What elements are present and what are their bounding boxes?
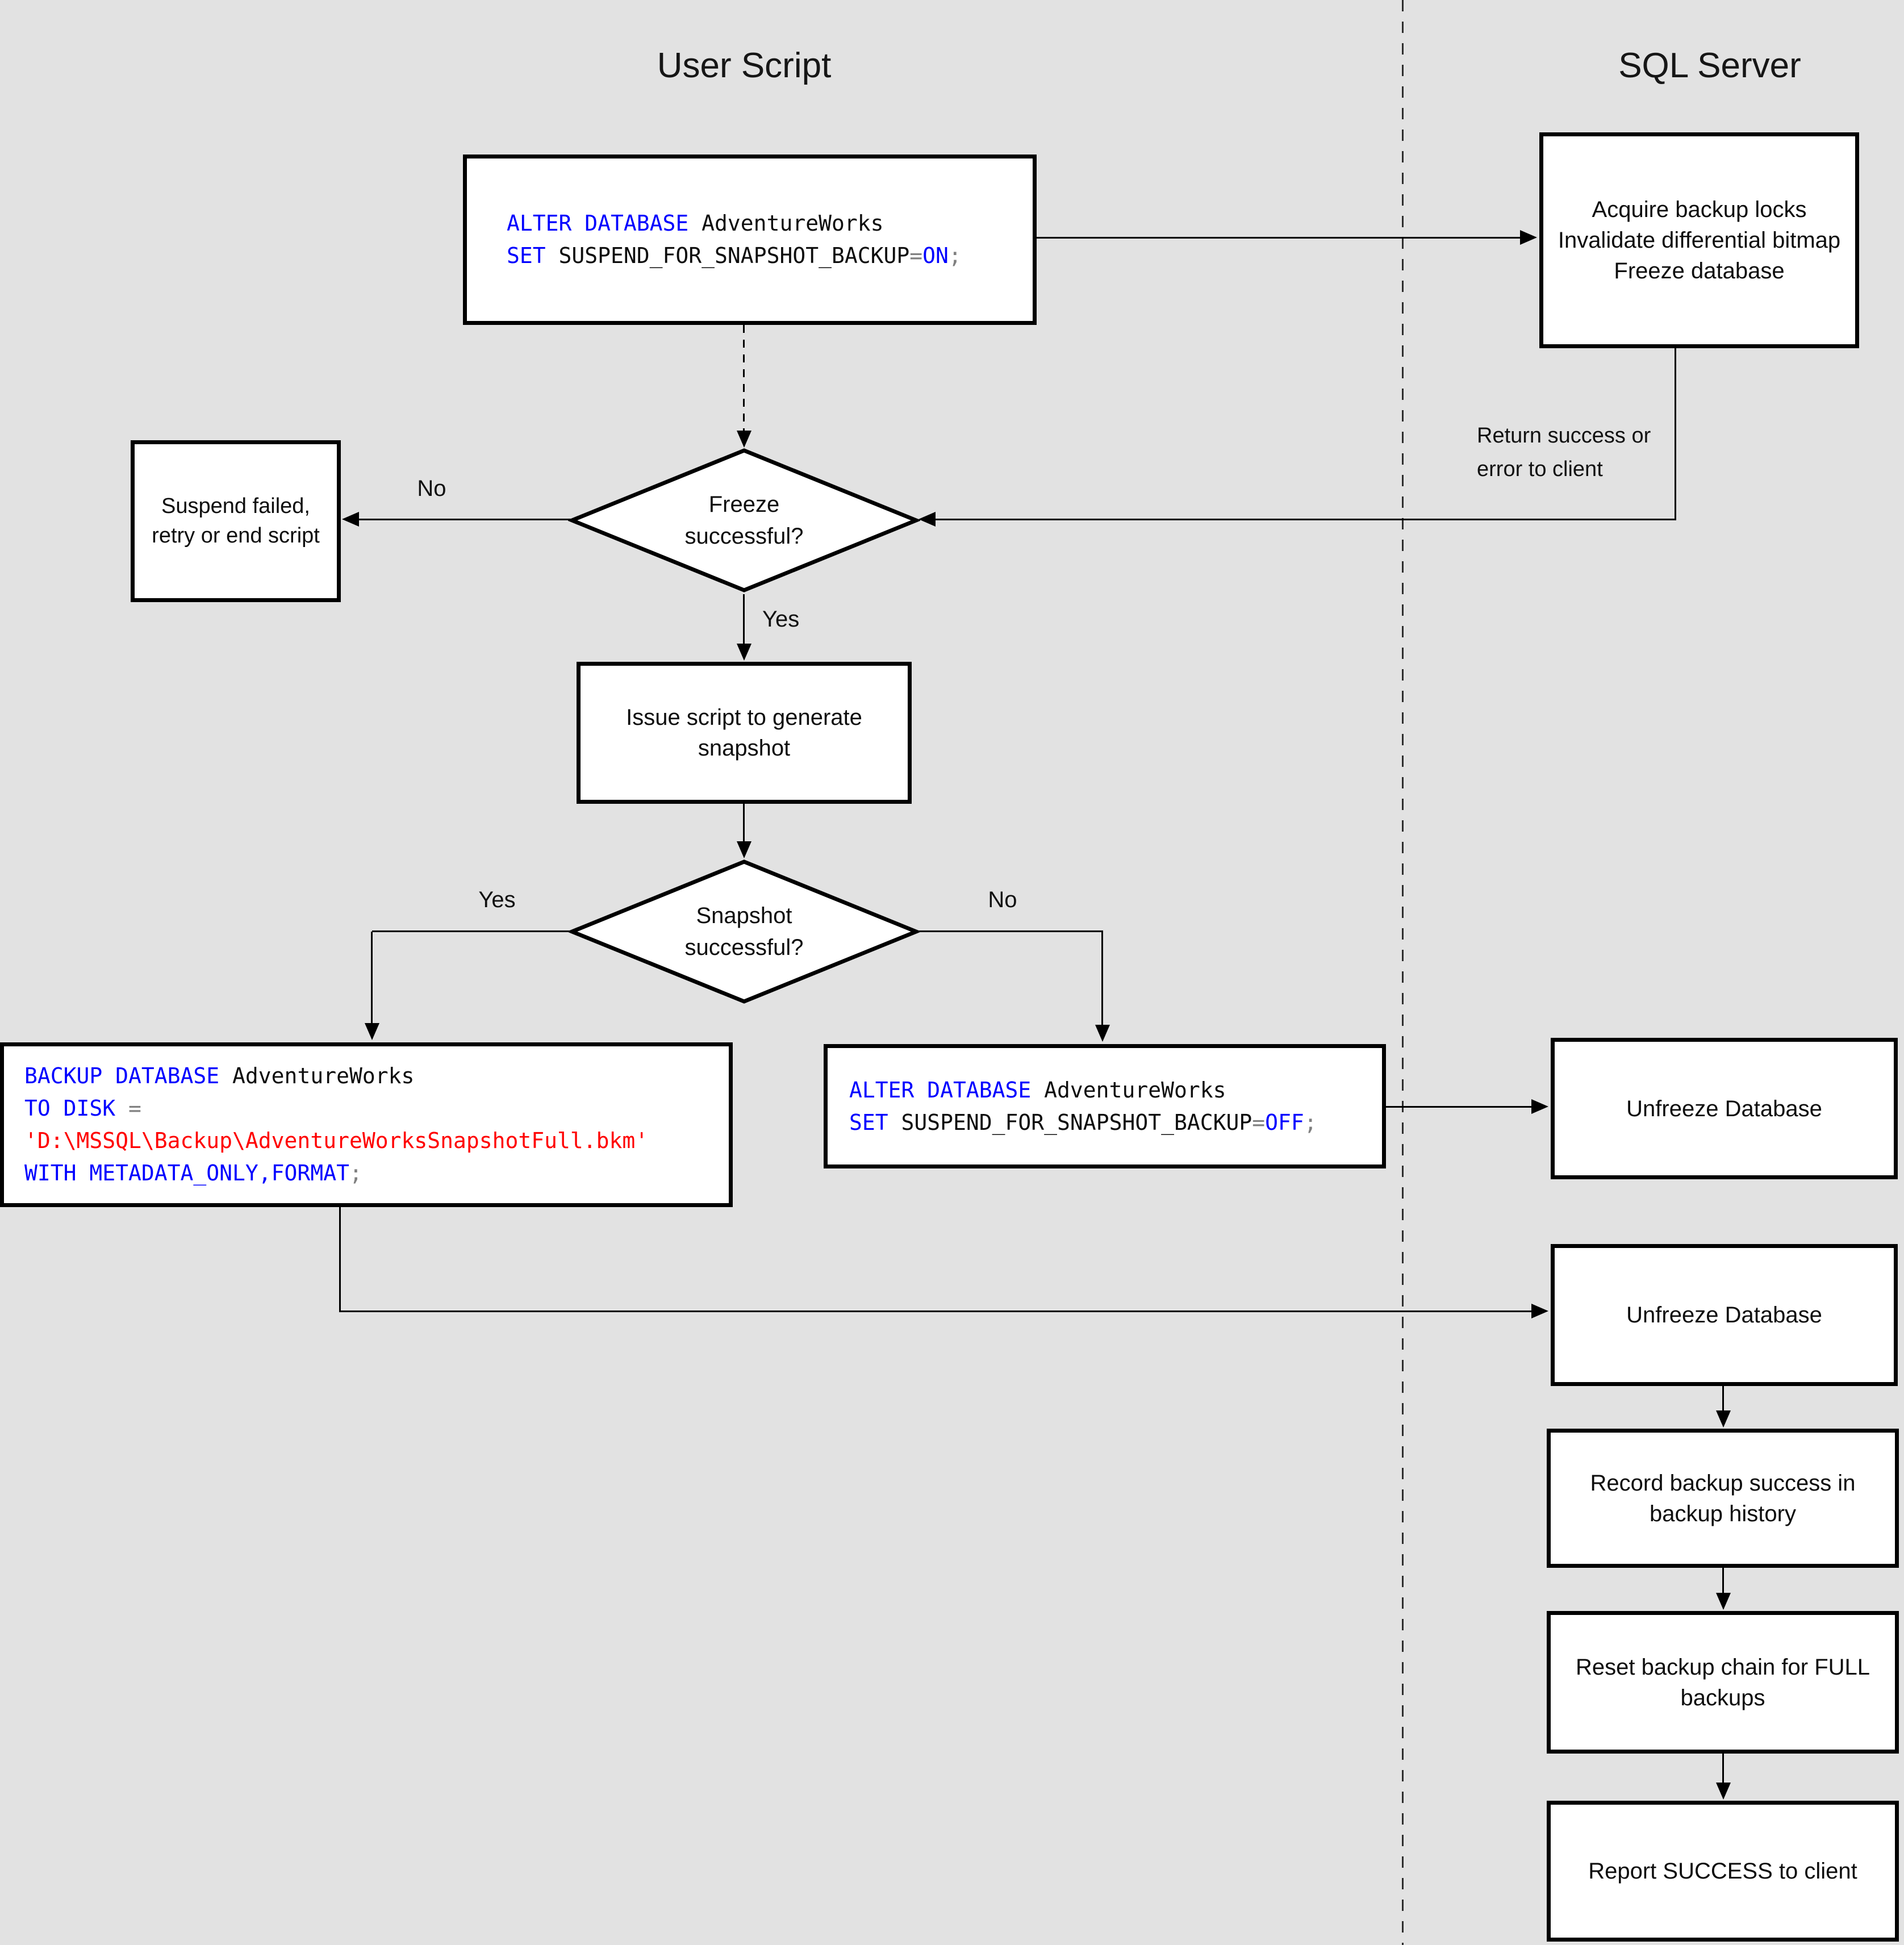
diamond-shape-icon [568, 448, 920, 592]
node-report-success: Report SUCCESS to client [1547, 1801, 1899, 1942]
node-issue-snapshot-script: Issue script to generate snapshot [577, 662, 912, 804]
arrowhead-into-issue [737, 644, 751, 661]
node-text: Unfreeze Database [1626, 1096, 1822, 1121]
lane-title-user-script: User Script [657, 46, 832, 85]
node-text: retry or end script [152, 523, 320, 548]
node-text: Freeze database [1614, 258, 1785, 283]
node-text: Record backup success in [1590, 1470, 1856, 1496]
arrowhead-into-suspend [342, 512, 359, 527]
edge-note-line: error to client [1477, 457, 1603, 481]
connector-freeze-no [358, 519, 573, 520]
connector-backup-down [339, 1207, 341, 1312]
connector-snapshot-yes-v [371, 932, 373, 1024]
arrowhead-into-reset [1716, 1593, 1731, 1610]
node-text: Report SUCCESS to client [1588, 1859, 1857, 1884]
node-acquire-backup-locks: Acquire backup locks Invalidate differen… [1539, 132, 1859, 348]
sql-line: SET SUSPEND_FOR_SNAPSHOT_BACKUP=OFF; [849, 1109, 1317, 1135]
connector-freeze-yes [743, 594, 745, 645]
sql-line: TO DISK = [24, 1096, 141, 1121]
arrowhead-into-report [1716, 1783, 1731, 1800]
diamond-text-line: successful? [684, 524, 804, 549]
sql-line: SET SUSPEND_FOR_SNAPSHOT_BACKUP=ON; [507, 243, 962, 268]
edge-note-return-status: Return success or error to client [1477, 419, 1673, 486]
connector-return-to-freeze [934, 519, 1676, 520]
node-text: Issue script to generate [626, 705, 862, 730]
connector-backup-to-unfreeze2 [339, 1310, 1533, 1312]
edge-label-snapshot-yes: Yes [478, 887, 516, 912]
arrowhead-into-snapshot-top [737, 841, 751, 858]
diamond-shape-icon [568, 859, 920, 1004]
connector-alteron-to-acquire [1037, 237, 1522, 239]
node-suspend-failed: Suspend failed, retry or end script [131, 440, 341, 602]
diamond-text-line: successful? [684, 935, 804, 960]
node-text: snapshot [698, 736, 791, 761]
diamond-text: Freeze successful? [568, 446, 920, 594]
edge-label-freeze-no: No [417, 476, 446, 501]
node-unfreeze-database-1: Unfreeze Database [1551, 1038, 1898, 1179]
node-unfreeze-database-2: Unfreeze Database [1551, 1244, 1898, 1386]
diamond-text-line: Freeze [708, 492, 780, 517]
diamond-text: Snapshot successful? [568, 858, 920, 1005]
sql-line: ALTER DATABASE AdventureWorks [507, 211, 884, 236]
sql-line: 'D:\MSSQL\Backup\AdventureWorksSnapshotF… [24, 1128, 649, 1153]
diamond-text-line: Snapshot [696, 903, 792, 928]
connector-snapshot-yes-h [372, 930, 574, 932]
arrowhead-into-alteroff [1095, 1025, 1110, 1042]
node-text: Acquire backup locks [1592, 197, 1807, 222]
node-freeze-successful-decision: Freeze successful? [568, 446, 920, 594]
arrowhead-into-freeze-top [737, 431, 751, 448]
edge-label-snapshot-no: No [988, 887, 1017, 912]
node-text: Invalidate differential bitmap [1558, 228, 1841, 253]
connector-unfreeze2-to-record [1722, 1386, 1724, 1412]
sql-line: WITH METADATA_ONLY,FORMAT; [24, 1161, 362, 1186]
connector-record-to-reset [1722, 1568, 1724, 1594]
arrowhead-into-freeze-right [918, 512, 936, 527]
arrowhead-into-acquire [1520, 230, 1537, 245]
node-text: backup history [1650, 1501, 1796, 1526]
arrowhead-into-record [1716, 1410, 1731, 1428]
connector-alteron-to-freeze-dashed [743, 325, 745, 432]
sql-line: BACKUP DATABASE AdventureWorks [24, 1063, 415, 1088]
node-alter-suspend-on: ALTER DATABASE AdventureWorks SET SUSPEN… [463, 155, 1037, 325]
node-text: Unfreeze Database [1626, 1303, 1822, 1328]
edge-label-freeze-yes: Yes [762, 607, 800, 632]
connector-snapshot-no-v [1101, 932, 1103, 1026]
arrowhead-into-unfreeze1 [1531, 1099, 1548, 1114]
connector-reset-to-report [1722, 1754, 1724, 1784]
node-snapshot-successful-decision: Snapshot successful? [568, 858, 920, 1005]
lane-title-sql-server: SQL Server [1618, 46, 1801, 85]
arrowhead-into-unfreeze2 [1531, 1304, 1548, 1318]
node-text: Reset backup chain for FULL [1575, 1654, 1870, 1680]
swimlane-divider [1402, 0, 1404, 1945]
node-alter-suspend-off: ALTER DATABASE AdventureWorks SET SUSPEN… [824, 1044, 1386, 1168]
sql-line: ALTER DATABASE AdventureWorks [849, 1077, 1226, 1103]
connector-snapshot-no-h [916, 930, 1103, 932]
arrowhead-into-backup [365, 1023, 379, 1040]
node-record-backup-success: Record backup success in backup history [1547, 1429, 1899, 1568]
node-text: Suspend failed, [161, 494, 310, 519]
connector-issue-to-snapshot [743, 804, 745, 842]
connector-acquire-down [1675, 348, 1676, 520]
node-text: backups [1680, 1685, 1765, 1710]
connector-alteroff-to-unfreeze1 [1386, 1106, 1533, 1108]
edge-note-line: Return success or [1477, 424, 1651, 448]
node-reset-backup-chain: Reset backup chain for FULL backups [1547, 1611, 1899, 1754]
node-backup-database-metadata: BACKUP DATABASE AdventureWorks TO DISK =… [0, 1042, 733, 1207]
